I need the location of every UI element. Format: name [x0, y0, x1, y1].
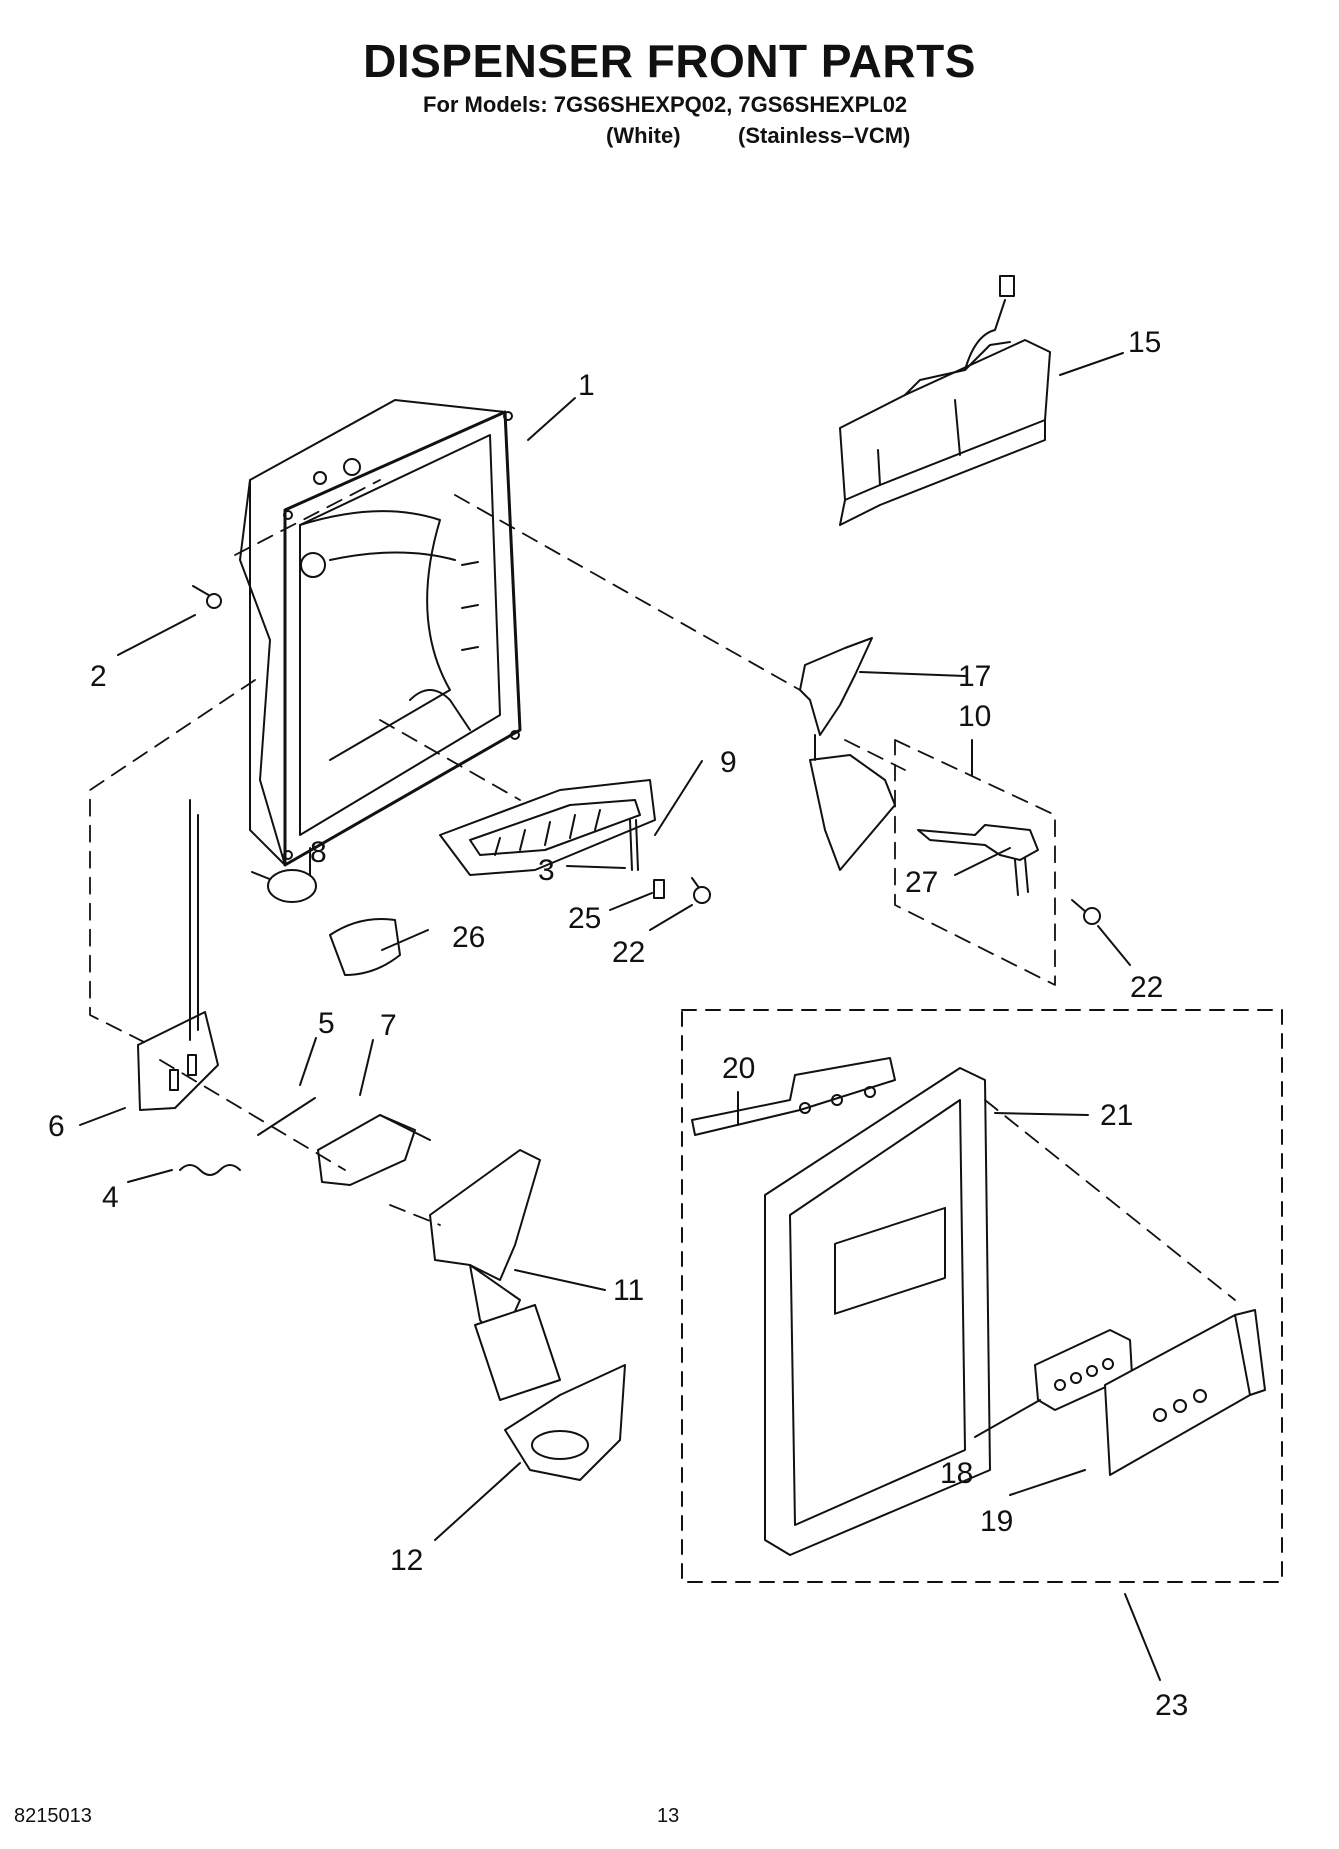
part-20-strip	[691, 1057, 896, 1136]
callout-12: 12	[390, 1544, 423, 1577]
callout-27: 27	[905, 866, 938, 899]
part-5-pin	[257, 1097, 316, 1136]
callout-2: 2	[90, 660, 107, 693]
part-26-light-cover	[329, 918, 401, 976]
part-9-grille	[439, 779, 656, 876]
part-6-module	[137, 799, 219, 1111]
callout-7: 7	[380, 1009, 397, 1042]
callout-11: 11	[613, 1274, 644, 1307]
part-2-screw	[192, 585, 222, 609]
part-3-spring-clip	[629, 819, 1101, 925]
callout-25: 25	[568, 902, 601, 935]
callout-6: 6	[48, 1110, 65, 1143]
part-1-housing	[239, 399, 522, 867]
page-title: DISPENSER FRONT PARTS	[363, 35, 976, 87]
part-15-bracket	[839, 275, 1051, 526]
callout-4: 4	[102, 1181, 119, 1214]
part-7-actuator	[317, 1114, 431, 1186]
callout-arrows	[79, 352, 1161, 1681]
callout-labels: 1 2 3 4 5 6 7 8 9 10 11 12 15 17 18 19 2…	[48, 326, 1188, 1722]
part-23-kit-box	[681, 1009, 1283, 1583]
part-12-drip-tray	[504, 1364, 626, 1481]
variant-stainless: (Stainless–VCM)	[738, 123, 911, 148]
callout-3: 3	[538, 854, 555, 887]
part-21-front-panel	[764, 1067, 991, 1556]
part-4-spring	[179, 1164, 241, 1176]
page-number: 13	[657, 1805, 680, 1827]
models-line: For Models: 7GS6SHEXPQ02, 7GS6SHEXPL02	[423, 92, 908, 117]
callout-20: 20	[722, 1052, 755, 1085]
callout-18: 18	[940, 1457, 973, 1490]
callout-22b: 22	[1130, 971, 1163, 1004]
part-11-paddle	[429, 1149, 561, 1401]
part-19-overlay	[1104, 1309, 1266, 1476]
callout-21: 21	[1100, 1099, 1133, 1132]
variant-white: (White)	[606, 123, 681, 148]
callout-23: 23	[1155, 1689, 1188, 1722]
part-27-arm	[917, 824, 1039, 896]
callout-5: 5	[318, 1007, 335, 1040]
callout-9: 9	[720, 746, 737, 779]
callout-26: 26	[452, 921, 485, 954]
callout-8: 8	[310, 836, 327, 869]
callout-15: 15	[1128, 326, 1161, 359]
callout-22a: 22	[612, 936, 645, 969]
callout-1: 1	[578, 369, 595, 402]
callout-17: 17	[958, 660, 991, 693]
callout-10: 10	[958, 700, 991, 733]
doc-number: 8215013	[14, 1805, 92, 1827]
dashed-leaders	[89, 479, 1236, 1301]
part-8-light	[251, 869, 317, 903]
callout-19: 19	[980, 1505, 1013, 1538]
